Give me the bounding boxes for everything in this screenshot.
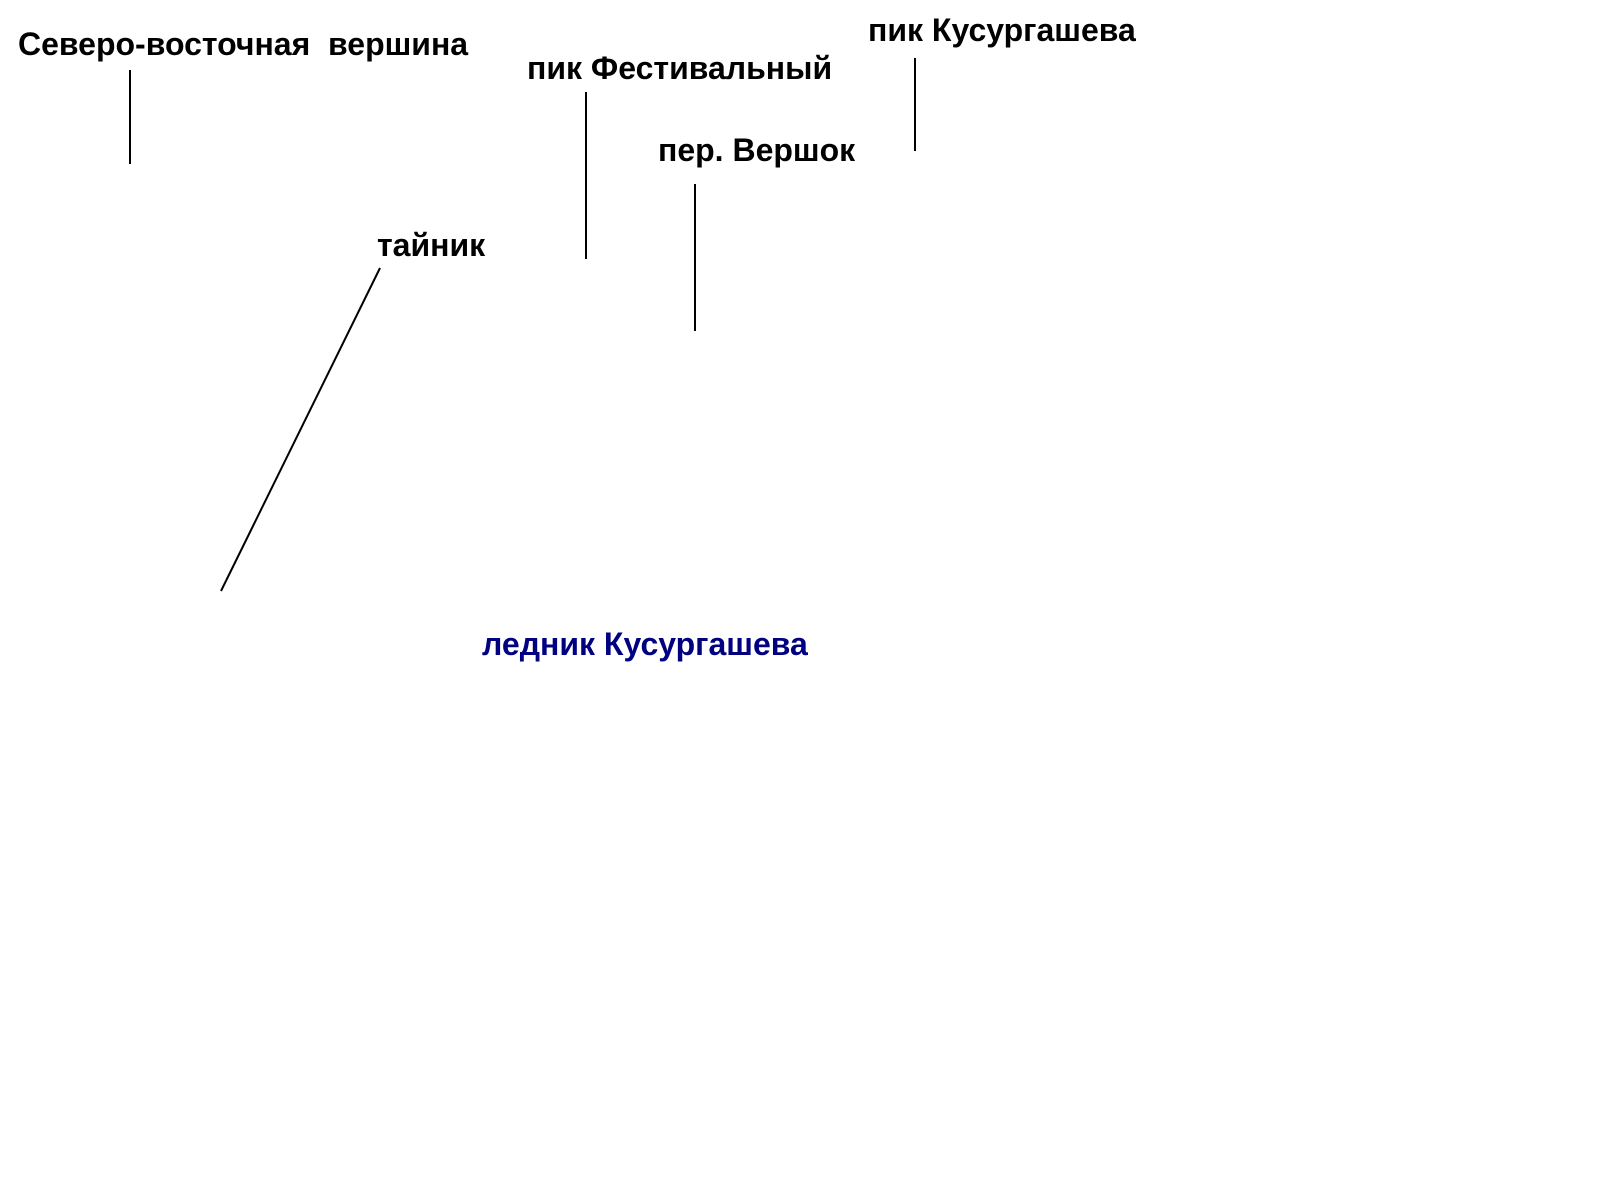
label-cache: тайник: [377, 227, 486, 263]
label-northeast-summit: Северо-восточная вершина: [18, 26, 469, 62]
label-kusurgasheva-glacier: ледник Кусургашева: [482, 626, 808, 662]
label-vershok-pass: пер. Вершок: [658, 132, 856, 168]
label-kusurgasheva-peak: пик Кусургашева: [868, 12, 1136, 48]
label-festival-peak: пик Фестивальный: [527, 50, 833, 86]
leader-line-cache: [220, 267, 381, 592]
